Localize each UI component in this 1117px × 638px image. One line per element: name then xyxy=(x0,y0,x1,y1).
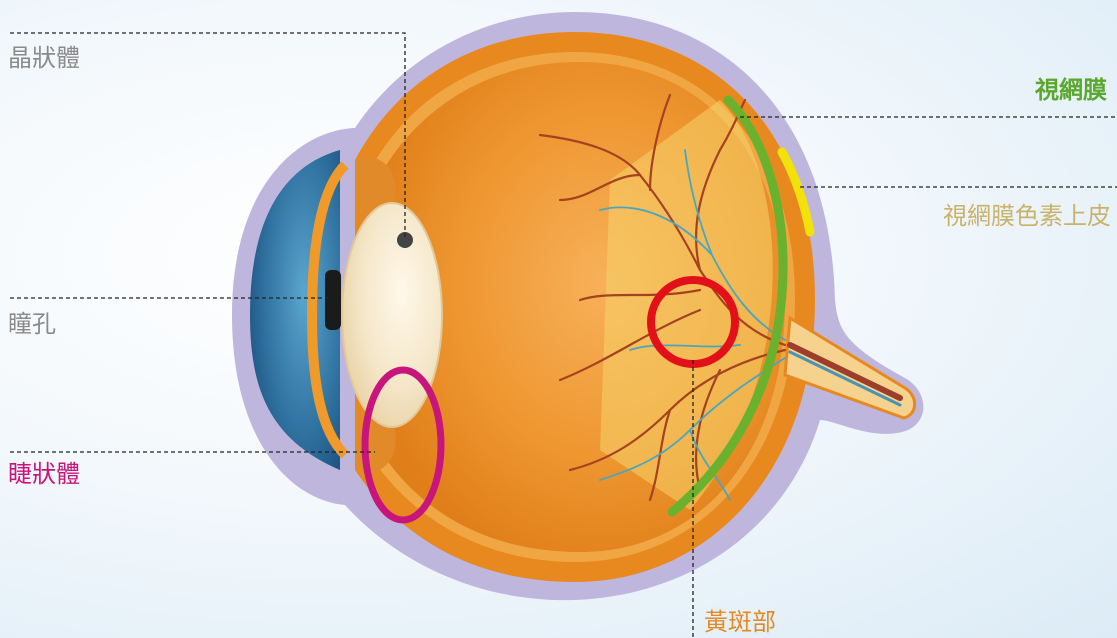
label-pupil: 瞳孔 xyxy=(8,312,56,336)
label-retina: 視網膜 xyxy=(1035,78,1107,102)
pupil-shape xyxy=(325,270,341,330)
label-macula: 黃斑部 xyxy=(704,610,776,634)
label-ciliary-body: 睫狀體 xyxy=(8,462,80,486)
label-lens: 晶狀體 xyxy=(8,46,80,70)
label-rpe: 視網膜色素上皮 xyxy=(943,204,1111,228)
